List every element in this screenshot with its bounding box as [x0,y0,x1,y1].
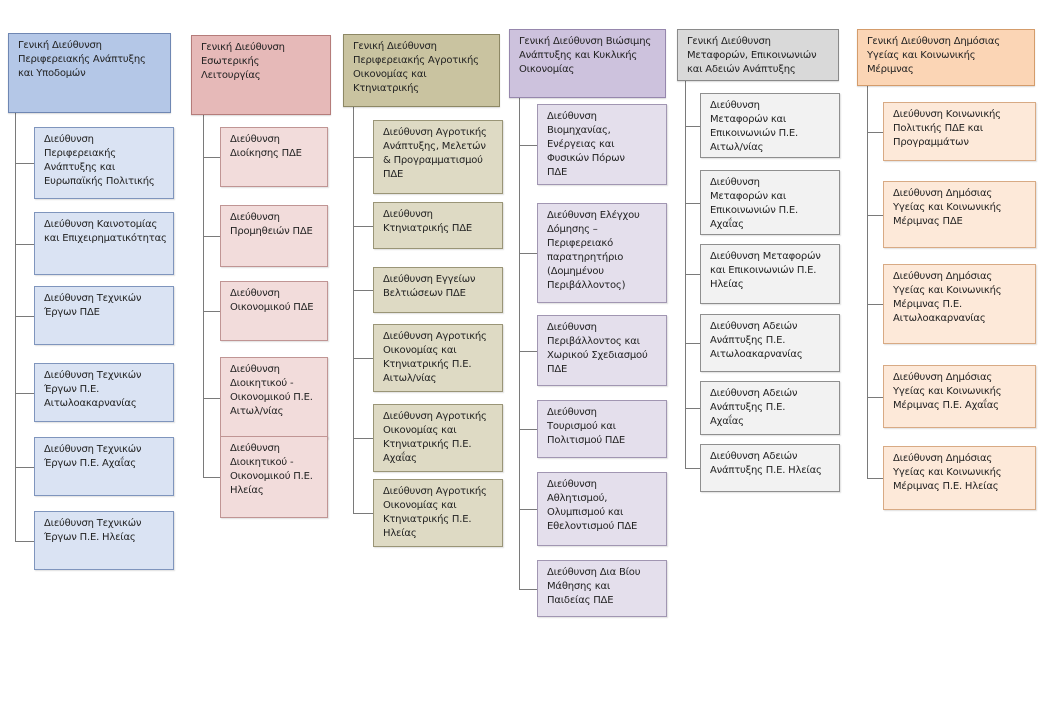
directorate-box: Διεύθυνση Διοικητικού - Οικονομικού Π.Ε.… [220,357,328,439]
directorate-box: Διεύθυνση Αγροτικής Ανάπτυξης, Μελετών &… [373,120,503,194]
connector-branch [519,145,537,146]
directorate-box: Διεύθυνση Τουρισμού και Πολιτισμού ΠΔΕ [537,400,667,458]
connector-branch [203,477,220,478]
directorate-box: Διεύθυνση Μεταφορών και Επικοινωνιών Π.Ε… [700,170,840,235]
directorate-box: Διεύθυνση Περιφερειακής Ανάπτυξης και Ευ… [34,127,174,199]
connector-branch [867,304,883,305]
connector-branch [15,163,34,164]
directorate-box: Διεύθυνση Διοίκησης ΠΔΕ [220,127,328,187]
connector-branch [353,438,373,439]
connector-branch [519,589,537,590]
connector-branch [353,358,373,359]
directorate-box: Διεύθυνση Αθλητισμού, Ολυμπισμού και Εθε… [537,472,667,546]
connector-branch [867,478,883,479]
directorate-box: Διεύθυνση Αδειών Ανάπτυξης Π.Ε. Αχαΐας [700,381,840,435]
general-directorate-box: Γενική Διεύθυνση Μεταφορών, Επικοινωνιών… [677,29,839,81]
directorate-box: Διεύθυνση Αγροτικής Οικονομίας και Κτηνι… [373,404,503,472]
general-directorate-box: Γενική Διεύθυνση Περιφερειακής Ανάπτυξης… [8,33,171,113]
directorate-box: Διεύθυνση Τεχνικών Έργων Π.Ε. Αιτωλοακαρ… [34,363,174,422]
general-directorate-box: Γενική Διεύθυνση Βιώσιμης Ανάπτυξης και … [509,29,666,98]
connector-branch [519,429,537,430]
directorate-box: Διεύθυνση Τεχνικών Έργων ΠΔΕ [34,286,174,345]
general-directorate-box: Γενική Διεύθυνση Εσωτερικής Λειτουργίας [191,35,331,115]
directorate-box: Διεύθυνση Προμηθειών ΠΔΕ [220,205,328,267]
directorate-box: Διεύθυνση Δημόσιας Υγείας και Κοινωνικής… [883,181,1036,248]
directorate-box: Διεύθυνση Τεχνικών Έργων Π.Ε. Αχαΐας [34,437,174,496]
directorate-box: Διεύθυνση Αγροτικής Οικονομίας και Κτηνι… [373,479,503,547]
connector-branch [685,408,700,409]
connector-branch [203,311,220,312]
connector-branch [685,274,700,275]
connector-spine [867,86,868,478]
connector-branch [203,398,220,399]
directorate-box: Διεύθυνση Δημόσιας Υγείας και Κοινωνικής… [883,365,1036,428]
directorate-box: Διεύθυνση Εγγείων Βελτιώσεων ΠΔΕ [373,267,503,313]
connector-branch [685,468,700,469]
directorate-box: Διεύθυνση Καινοτομίας και Επιχειρηματικό… [34,212,174,275]
general-directorate-box: Γενική Διεύθυνση Δημόσιας Υγείας και Κοι… [857,29,1035,86]
directorate-box: Διεύθυνση Κοινωνικής Πολιτικής ΠΔΕ και Π… [883,102,1036,161]
directorate-box: Διεύθυνση Ελέγχου Δόμησης – Περιφερειακό… [537,203,667,303]
directorate-box: Διεύθυνση Μεταφορών και Επικοινωνιών Π.Ε… [700,244,840,304]
connector-branch [15,541,34,542]
directorate-box: Διεύθυνση Οικονομικού ΠΔΕ [220,281,328,341]
connector-branch [353,513,373,514]
connector-branch [867,132,883,133]
directorate-box: Διεύθυνση Αδειών Ανάπτυξης Π.Ε. Αιτωλοακ… [700,314,840,372]
directorate-box: Διεύθυνση Δημόσιας Υγείας και Κοινωνικής… [883,264,1036,344]
directorate-box: Διεύθυνση Κτηνιατρικής ΠΔΕ [373,202,503,249]
directorate-box: Διεύθυνση Δημόσιας Υγείας και Κοινωνικής… [883,446,1036,510]
connector-branch [353,226,373,227]
connector-spine [519,98,520,589]
connector-branch [519,509,537,510]
connector-branch [685,203,700,204]
directorate-box: Διεύθυνση Περιβάλλοντος και Χωρικού Σχεδ… [537,315,667,386]
connector-branch [685,126,700,127]
directorate-box: Διεύθυνση Βιομηχανίας, Ενέργειας και Φυσ… [537,104,667,185]
connector-spine [15,113,16,541]
directorate-box: Διεύθυνση Δια Βίου Μάθησης και Παιδείας … [537,560,667,617]
connector-branch [353,290,373,291]
directorate-box: Διεύθυνση Μεταφορών και Επικοινωνιών Π.Ε… [700,93,840,158]
connector-branch [519,351,537,352]
connector-branch [519,253,537,254]
directorate-box: Διεύθυνση Αδειών Ανάπτυξης Π.Ε. Ηλείας [700,444,840,492]
connector-spine [203,115,204,477]
general-directorate-box: Γενική Διεύθυνση Περιφερειακής Αγροτικής… [343,34,500,107]
directorate-box: Διεύθυνση Αγροτικής Οικονομίας και Κτηνι… [373,324,503,392]
connector-branch [867,215,883,216]
connector-branch [15,244,34,245]
connector-branch [15,393,34,394]
connector-branch [203,236,220,237]
connector-spine [353,107,354,513]
connector-branch [15,467,34,468]
directorate-box: Διεύθυνση Τεχνικών Έργων Π.Ε. Ηλείας [34,511,174,570]
directorate-box: Διεύθυνση Διοικητικού - Οικονομικού Π.Ε.… [220,436,328,518]
connector-branch [203,157,220,158]
connector-branch [15,316,34,317]
connector-branch [685,343,700,344]
connector-branch [353,157,373,158]
connector-branch [867,397,883,398]
